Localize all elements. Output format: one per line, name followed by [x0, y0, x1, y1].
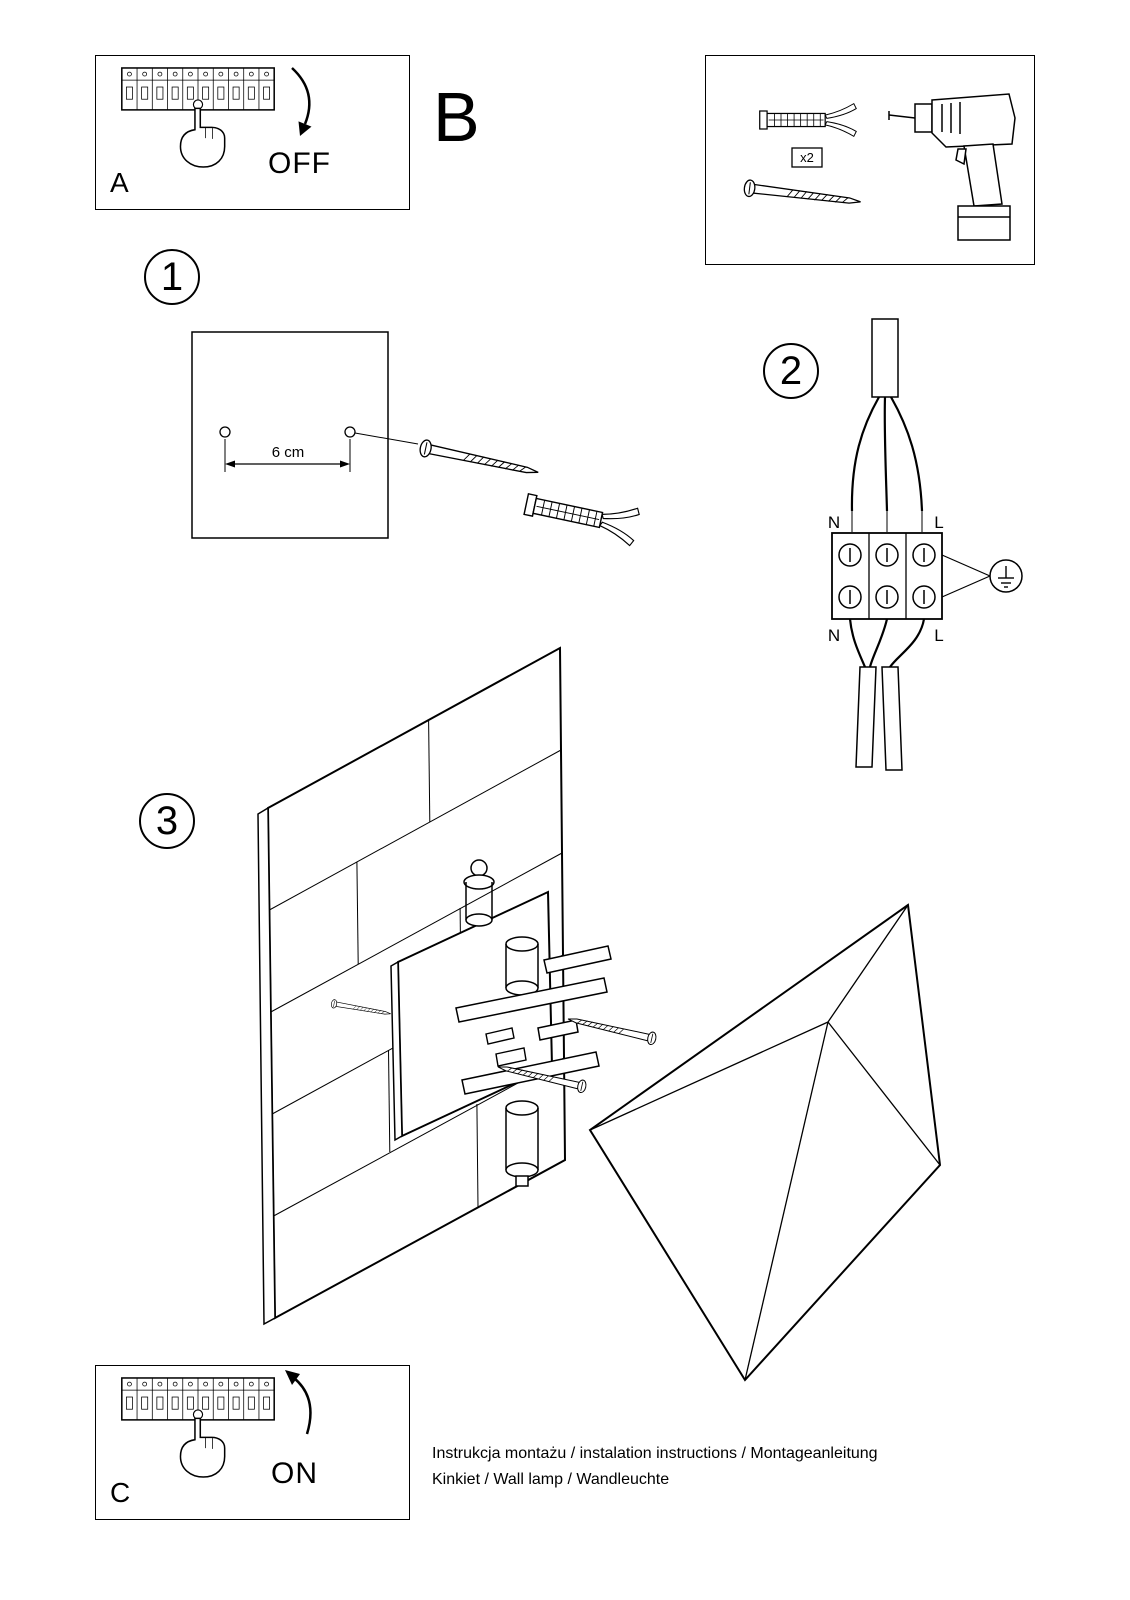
on-label: ON: [271, 1457, 318, 1490]
off-arrow-head: [298, 121, 312, 136]
leader-line: [354, 432, 419, 445]
tools-illustration: x2: [742, 93, 1016, 241]
screw-icon: [417, 438, 541, 482]
terminal-n-bottom-label: N: [828, 626, 840, 645]
breaker-panel-icon: [121, 67, 275, 168]
terminal-n-top-label: N: [828, 513, 840, 532]
mounting-clips: [485, 1027, 527, 1067]
supply-cable: [871, 318, 899, 398]
quantity-badge: x2: [800, 150, 814, 165]
breaker-panel-off-illustration: [121, 67, 312, 168]
drill-icon: [888, 93, 1016, 241]
step-1-number: 1: [144, 249, 200, 305]
drill-hole-left: [219, 426, 231, 438]
terminal-screws: [838, 543, 936, 609]
power-off-step-box: A OFF: [95, 55, 410, 210]
terminal-block-dividers: [868, 533, 907, 619]
wall-edge: [257, 806, 276, 1326]
on-arrow-head: [285, 1370, 300, 1385]
bare-wire-ends: [851, 511, 923, 532]
section-b-label: B: [433, 78, 480, 156]
lamp-cable-left: [855, 666, 877, 768]
dim-arrow-left: [225, 460, 235, 468]
step-a-label: A: [110, 167, 129, 198]
supply-wires: [850, 396, 924, 512]
step-2-number: 2: [763, 343, 819, 399]
step-1-drilling-illustration: 6 cm: [191, 331, 642, 547]
breaker-panel-on-illustration: [121, 1370, 312, 1478]
power-on-step-box: C ON: [95, 1365, 410, 1520]
mounting-screw-icon: [742, 178, 863, 211]
bottom-lamp-holder: [505, 1100, 539, 1187]
footer-instructions: Instrukcja montażu / instalation instruc…: [432, 1441, 878, 1493]
wall-plug-icon: [759, 103, 857, 137]
tools-box: x2: [705, 55, 1035, 265]
drill-hole-right: [344, 426, 356, 438]
footer-line-1: Instrukcja montażu / instalation instruc…: [432, 1445, 878, 1462]
step-2-wiring-illustration: N L N L: [828, 318, 1023, 771]
earth-ground-icon: [989, 559, 1023, 593]
lamp-wires: [848, 618, 926, 668]
earth-pointer: [941, 554, 991, 598]
top-lamp-holder: [463, 859, 495, 927]
step-c-label: C: [110, 1477, 131, 1508]
breaker-panel-icon: [121, 1377, 275, 1478]
footer-line-2: Kinkiet / Wall lamp / Wandleuchte: [432, 1471, 670, 1488]
lamp-cable-right: [881, 666, 903, 771]
dim-arrow-right: [340, 460, 350, 468]
off-arrow-curve: [291, 67, 311, 125]
step-3-mounting-illustration: [257, 646, 942, 1382]
quantity-badge-frame: [791, 147, 823, 168]
dimension-lines: [224, 439, 351, 472]
step-3-number: 3: [139, 793, 195, 849]
mounting-plate-edge: [390, 960, 403, 1142]
wall-plug-icon: [521, 484, 642, 547]
upper-socket-cylinder: [505, 936, 539, 996]
fixing-screw-top-icon: [566, 1012, 658, 1046]
terminal-l-bottom-label: L: [934, 626, 943, 645]
hole-distance-label: 6 cm: [272, 444, 305, 461]
terminal-l-top-label: L: [934, 513, 943, 532]
off-label: OFF: [268, 147, 331, 180]
on-arrow-curve: [293, 1377, 312, 1435]
lampshade: [588, 903, 942, 1382]
